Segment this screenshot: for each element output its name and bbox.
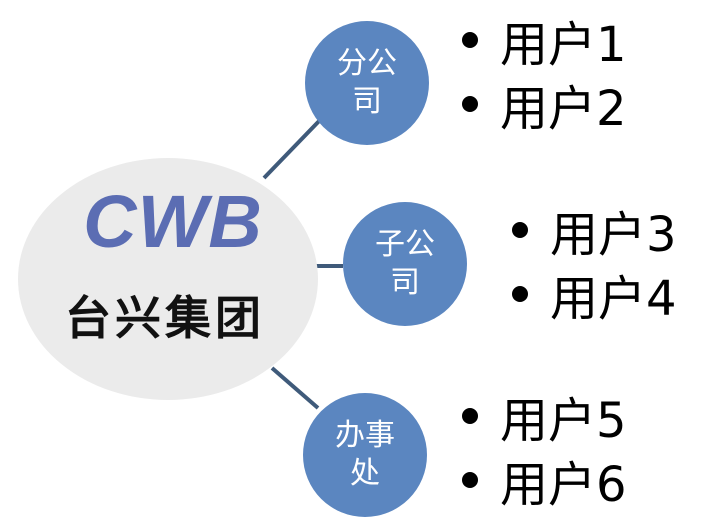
user-label: 用户6	[500, 457, 627, 513]
bullet-icon	[512, 286, 528, 302]
list-item: 用户4	[512, 262, 677, 327]
bullet-icon	[512, 222, 528, 238]
bullet-icon	[462, 472, 478, 488]
logo-subtitle: 台兴集团	[65, 291, 265, 345]
list-item: 用户1	[462, 8, 627, 73]
node-office: 办事处	[303, 393, 427, 517]
connector-line-1	[262, 116, 324, 180]
list-item: 用户3	[512, 198, 677, 263]
list-item: 用户2	[462, 72, 627, 137]
user-label: 用户1	[500, 17, 627, 73]
user-label: 用户2	[500, 81, 627, 137]
connector-line-3	[270, 366, 320, 410]
logo-title: CWB	[83, 180, 263, 263]
user-list-subsidiary: 用户3 用户4	[512, 198, 677, 327]
node-branch-office: 分公司	[305, 21, 429, 145]
user-label: 用户4	[550, 271, 677, 327]
logo-circle	[18, 158, 318, 400]
user-label: 用户5	[500, 393, 627, 449]
node-subsidiary: 子公司	[343, 202, 467, 326]
bullet-icon	[462, 96, 478, 112]
user-label: 用户3	[550, 207, 677, 263]
user-list-branch-office: 用户1 用户2	[462, 8, 627, 137]
user-list-office: 用户5 用户6	[462, 384, 627, 513]
bullet-icon	[462, 408, 478, 424]
list-item: 用户5	[462, 384, 627, 449]
list-item: 用户6	[462, 448, 627, 513]
bullet-icon	[462, 32, 478, 48]
